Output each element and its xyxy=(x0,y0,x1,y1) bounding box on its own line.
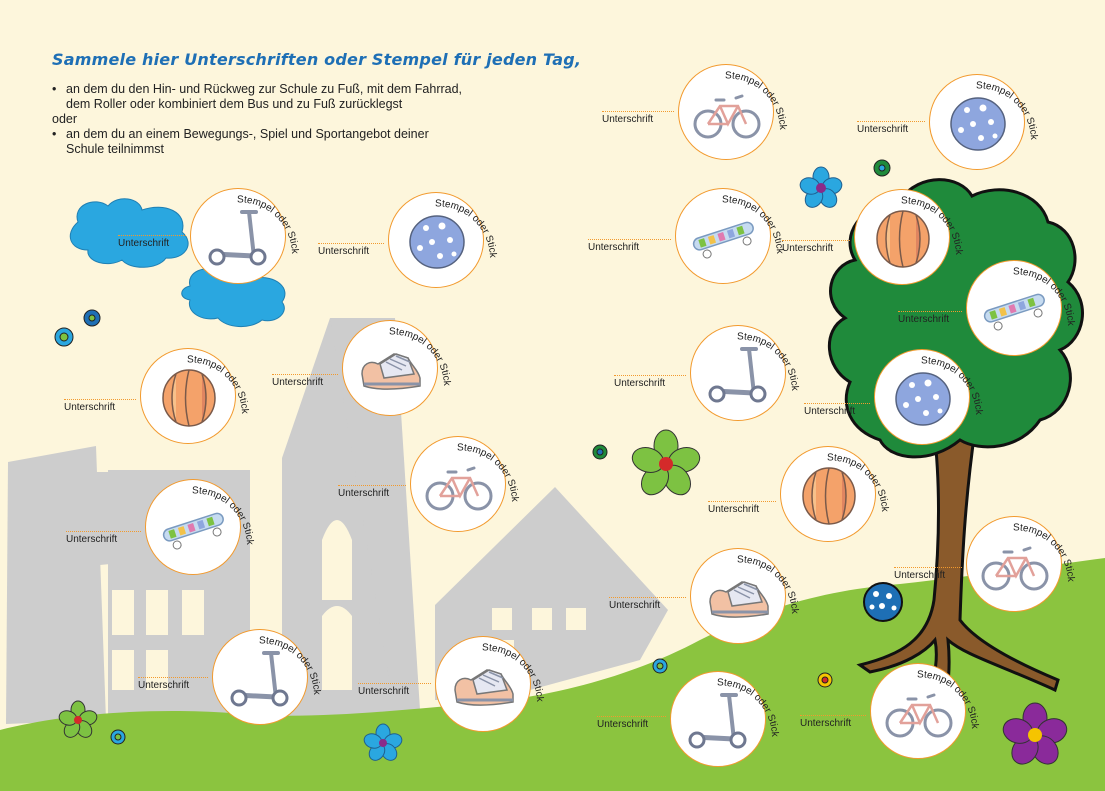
signature-label: Unterschrift xyxy=(588,242,640,253)
stamp-field[interactable]: Stempel oder Sticker xyxy=(654,35,788,160)
signature-line xyxy=(338,485,406,486)
signature-line xyxy=(800,715,866,716)
stamp-field[interactable]: Stempel oder Sticker xyxy=(646,642,780,767)
striped-ball-icon xyxy=(162,369,216,427)
stamp-field[interactable]: Stempel oder Sticker xyxy=(756,417,890,542)
stamp-field[interactable]: Stempel oder Sticker xyxy=(830,160,964,285)
signature-line xyxy=(318,243,384,244)
signature-label: Unterschrift xyxy=(609,600,661,611)
stamp-field[interactable]: Stempel oder Sticker xyxy=(846,634,980,759)
signature-label: Unterschrift xyxy=(272,377,324,388)
stamp-field[interactable]: Stempel oder Sticker xyxy=(850,320,984,445)
sneaker-icon xyxy=(454,669,514,706)
page-title: Sammele hier Unterschriften oder Stempel… xyxy=(52,50,582,69)
dot xyxy=(54,159,891,745)
instruction-bullet-1: an dem du den Hin- und Rückweg zur Schul… xyxy=(52,82,512,97)
flower xyxy=(58,166,1068,765)
stamp-field[interactable]: Stempel oder Sticker xyxy=(905,45,1039,170)
bicycle-icon xyxy=(981,546,1049,591)
building-windows xyxy=(112,520,586,690)
skateboard-icon xyxy=(983,293,1045,331)
signature-line xyxy=(602,111,674,112)
sneaker-icon xyxy=(709,581,769,618)
grass-hill xyxy=(0,558,1105,791)
signature-line xyxy=(358,683,431,684)
signature-label: Unterschrift xyxy=(358,686,410,697)
signature-line xyxy=(782,240,850,241)
signature-label: Unterschrift xyxy=(138,680,190,691)
striped-ball-icon xyxy=(802,467,856,525)
signature-label: Unterschrift xyxy=(857,124,909,135)
signature-line xyxy=(118,235,186,236)
stamp-field[interactable]: Stempel oder Sticker xyxy=(318,291,452,416)
signature-label: Unterschrift xyxy=(66,534,118,545)
ball-icon xyxy=(950,97,1006,151)
signature-label: Unterschrift xyxy=(800,718,852,729)
signature-label: Unterschrift xyxy=(338,488,390,499)
signature-label: Unterschrift xyxy=(118,238,170,249)
signature-line xyxy=(894,567,962,568)
signature-line xyxy=(609,597,686,598)
stamp-field[interactable]: Stempel oder Sticker xyxy=(666,519,800,644)
signature-line xyxy=(588,239,671,240)
signature-label: Unterschrift xyxy=(894,570,946,581)
stamp-field[interactable]: Stempel oder Sticker xyxy=(386,407,520,532)
ball-icon xyxy=(409,215,465,269)
signature-label: Unterschrift xyxy=(898,314,950,325)
stamp-field[interactable]: Stempel oder Sticker xyxy=(666,296,800,421)
signature-line xyxy=(64,399,136,400)
skateboard-icon xyxy=(692,221,754,259)
signature-label: Unterschrift xyxy=(602,114,654,125)
stamp-field[interactable]: Stempel oder Sticker xyxy=(942,487,1076,612)
stamp-field[interactable]: Stempel oder Sticker xyxy=(166,159,300,284)
signature-label: Unterschrift xyxy=(318,246,370,257)
signature-label: Unterschrift xyxy=(64,402,116,413)
signature-line xyxy=(614,375,686,376)
sneaker-icon xyxy=(361,353,421,390)
signature-line xyxy=(857,121,925,122)
signature-line xyxy=(66,531,141,532)
skateboard-icon xyxy=(162,512,224,550)
bicycle-icon xyxy=(885,693,953,738)
instruction-bullet-2-cont: Schule teilnimmst xyxy=(66,142,164,156)
instruction-bullet-1-cont: dem Roller oder kombiniert dem Bus und z… xyxy=(66,97,403,111)
instruction-bullet-2: an dem du an einem Bewegungs-, Spiel und… xyxy=(52,127,512,142)
signature-label: Unterschrift xyxy=(614,378,666,389)
ball xyxy=(863,582,903,622)
signature-line xyxy=(708,501,776,502)
stamp-field[interactable]: Stempel oder Sticker xyxy=(411,607,545,732)
signature-label: Unterschrift xyxy=(804,406,856,417)
signature-line xyxy=(804,403,870,404)
bicycle-icon xyxy=(693,94,761,139)
signature-line xyxy=(272,374,338,375)
signature-line xyxy=(597,716,666,717)
clouds xyxy=(69,198,286,327)
striped-ball-icon xyxy=(876,210,930,268)
stamp-field[interactable]: Stempel oder Sticker xyxy=(942,231,1076,356)
signature-label: Unterschrift xyxy=(708,504,760,515)
instruction-connector: oder xyxy=(52,112,78,126)
ball-icon xyxy=(895,372,951,426)
signature-line xyxy=(138,677,208,678)
stamp-field[interactable]: Stempel oder Sticker xyxy=(364,163,498,288)
scooter-icon xyxy=(208,210,267,266)
scooter-icon xyxy=(708,347,767,403)
instructions: an dem du den Hin- und Rückweg zur Schul… xyxy=(52,82,512,157)
bicycle-icon xyxy=(425,466,493,511)
stamp-field[interactable]: Stempel oder Sticker xyxy=(116,319,250,444)
stamp-field[interactable]: Stempel oder Sticker xyxy=(651,159,785,284)
signature-label: Unterschrift xyxy=(597,719,649,730)
signature-line xyxy=(898,311,962,312)
scooter-icon xyxy=(688,693,747,749)
signature-label: Unterschrift xyxy=(782,243,834,254)
scooter-icon xyxy=(230,651,289,707)
stamp-field[interactable]: Stempel oder Sticker xyxy=(188,600,322,725)
stamp-field[interactable]: Stempel oder Sticker xyxy=(121,450,255,575)
